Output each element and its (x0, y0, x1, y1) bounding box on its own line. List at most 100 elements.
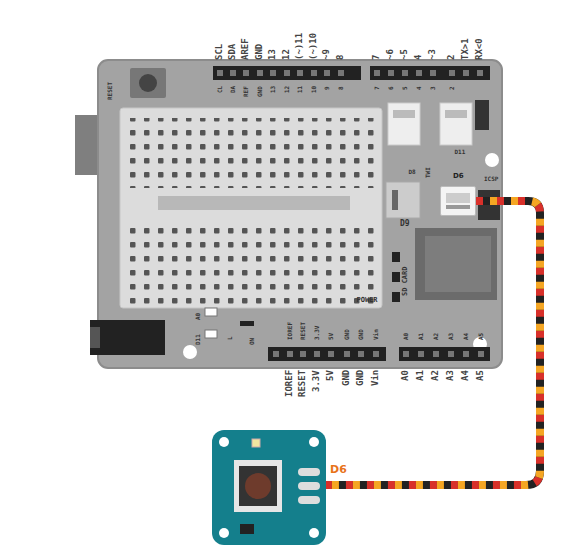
pin-label: A5 (478, 333, 485, 340)
header-pin (463, 351, 469, 357)
pin-label: GND (342, 370, 352, 386)
header-pin (243, 70, 249, 76)
pin-label: 5 (402, 86, 409, 90)
header-pin (230, 70, 236, 76)
header-pin (477, 70, 483, 76)
pin-label: DA (230, 86, 237, 93)
pin-label: ~9 (322, 49, 332, 60)
header-pin (448, 351, 454, 357)
smd-part (392, 272, 400, 282)
pin-label: ICSP (484, 176, 498, 183)
pin-label: A0 (195, 313, 202, 320)
pin-label: 5V (328, 333, 335, 340)
pin-label: POWER (357, 297, 378, 305)
header-pin (273, 351, 279, 357)
pin-label: AREF (241, 38, 251, 60)
smd-part (240, 321, 254, 326)
pin-label: SDA (228, 44, 238, 60)
pin-label: (~)11 (295, 33, 305, 60)
grove-connector (445, 110, 467, 118)
pin-label: ~3 (428, 49, 438, 60)
mount-hole (183, 345, 197, 359)
header-pin (270, 70, 276, 76)
pin-label: 13 (270, 86, 277, 93)
header-pin (284, 70, 290, 76)
pin-label: ~5 (400, 49, 410, 60)
pin-header (268, 347, 386, 361)
pin-label: SD CARD (402, 266, 410, 296)
pin-label: IOREF (285, 370, 295, 397)
pin-label: A1 (416, 370, 426, 381)
pin-label: A2 (431, 370, 441, 381)
pin-label: RX<0 (475, 38, 485, 60)
grove-connector: D6 (440, 186, 476, 216)
cable-wire (326, 201, 540, 485)
header-pin (287, 351, 293, 357)
pin-label: D9 (400, 220, 410, 229)
pin-label: GND (358, 329, 365, 340)
header-pin (478, 351, 484, 357)
smd-part (392, 292, 400, 302)
pin-label: D8 (409, 169, 416, 176)
pin-label: A0 (401, 370, 411, 381)
grove-connector (440, 103, 472, 145)
reset-button (139, 74, 157, 92)
pin-label: 7 (372, 55, 382, 60)
power-jack (90, 327, 100, 348)
header-pin (338, 70, 344, 76)
pin-label: 2 (449, 86, 456, 90)
header-pin (328, 351, 334, 357)
pin-label: 7 (374, 86, 381, 90)
mount-hole (485, 153, 499, 167)
breadboard (120, 108, 382, 308)
pin-label: A0 (403, 333, 410, 340)
header-pin (324, 70, 330, 76)
pin-label: 3.3V (314, 326, 321, 340)
pin-label: CL (217, 86, 224, 93)
header-pin (374, 70, 380, 76)
twisted-cable (326, 201, 540, 485)
header-pin (217, 70, 223, 76)
grove-connector (392, 190, 398, 210)
pin-label: SCL (215, 44, 225, 60)
pin-label: 4 (414, 55, 424, 60)
pin-label: 3 (430, 86, 437, 90)
grove-connector (388, 103, 420, 145)
pin-label: 10 (311, 86, 318, 93)
header-pin (388, 70, 394, 76)
header-pin (373, 351, 379, 357)
breadboard-holes (128, 118, 376, 188)
pin-label: D11 (195, 334, 202, 345)
pin-label: TX>1 (461, 38, 471, 60)
header-pin (314, 351, 320, 357)
pin-label: A5 (476, 370, 486, 381)
pin-label: IOREF (287, 322, 294, 340)
pin-label: ON (249, 338, 256, 345)
header-pin (463, 70, 469, 76)
header-pin (311, 70, 317, 76)
pin-header (399, 347, 490, 361)
header-pin (344, 351, 350, 357)
smd-part (475, 100, 489, 130)
pin-label: A3 (446, 370, 456, 381)
header-pin (418, 351, 424, 357)
pin-label: A4 (463, 333, 470, 340)
pin-label: 4 (416, 86, 423, 90)
header-pin (416, 70, 422, 76)
breadboard-holes (128, 220, 376, 304)
button-module: D6 (212, 430, 326, 545)
pin-label: D11 (455, 149, 466, 156)
reset-button (130, 68, 166, 98)
pin-label: Vin (373, 329, 380, 340)
pin-label: TWI (425, 167, 432, 178)
port-label: D6 (453, 173, 464, 181)
pin-label: A3 (448, 333, 455, 340)
header-pin (297, 70, 303, 76)
pin-label: 8 (338, 86, 345, 90)
pin-label: L (227, 336, 234, 340)
pin-label: REF (243, 86, 250, 97)
pin-label: Vin (371, 370, 381, 386)
pin-label: 2 (447, 55, 457, 60)
pin-label: 12 (282, 49, 292, 60)
header-pin (402, 70, 408, 76)
